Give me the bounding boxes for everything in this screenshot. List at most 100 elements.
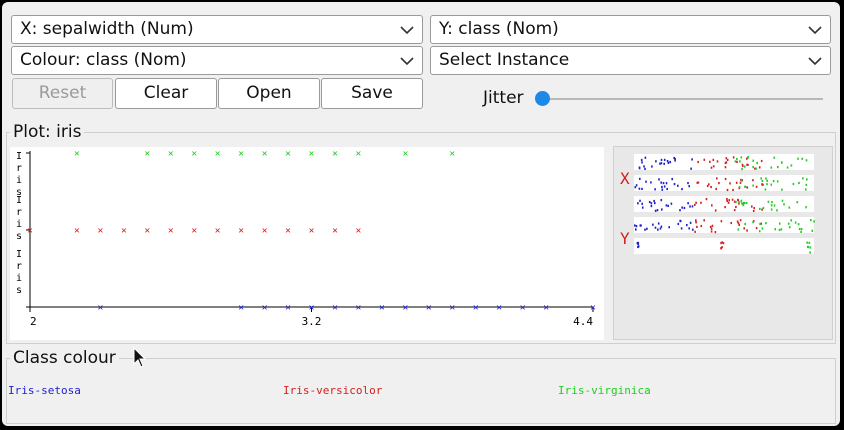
strip-mark [696, 225, 698, 228]
x-axis-select[interactable]: X: sepalwidth (Num) [11, 15, 423, 44]
strip-mark [663, 158, 666, 161]
clear-button[interactable]: Clear [115, 78, 217, 109]
strip-mark [752, 179, 754, 182]
data-point[interactable]: × [27, 226, 33, 237]
save-button[interactable]: Save [321, 78, 423, 109]
strip-mark [638, 187, 641, 190]
data-point[interactable]: × [402, 149, 408, 160]
data-point[interactable]: × [449, 303, 455, 314]
strip-mark [741, 167, 743, 171]
data-point[interactable]: × [355, 149, 361, 160]
data-point[interactable]: × [191, 149, 197, 160]
strip-mark [656, 209, 659, 212]
strip-mark [741, 202, 743, 205]
data-point[interactable]: × [215, 149, 221, 160]
strip-background [634, 196, 814, 212]
data-point[interactable]: × [308, 226, 314, 237]
strip-mark [669, 160, 671, 164]
data-point[interactable]: × [262, 226, 268, 237]
strip-mark [694, 230, 696, 233]
class-label-setosa[interactable]: Iris-setosa [8, 384, 81, 397]
data-point[interactable]: × [238, 303, 244, 314]
data-point[interactable]: × [332, 149, 338, 160]
strip-mark [735, 200, 737, 204]
strip-mark [652, 223, 654, 226]
jitter-slider-thumb[interactable] [535, 91, 550, 106]
plot-area [10, 147, 604, 340]
class-label-versicolor[interactable]: Iris-versicolor [283, 384, 383, 397]
strip-mark [766, 179, 768, 182]
data-point[interactable]: × [74, 226, 80, 237]
data-point[interactable]: × [97, 303, 103, 314]
strip-mark [770, 183, 773, 186]
data-point[interactable]: × [168, 149, 174, 160]
data-point[interactable]: × [590, 303, 596, 314]
strip-mark [689, 205, 691, 208]
data-point[interactable]: × [144, 149, 150, 160]
strip-mark [740, 156, 743, 159]
strip-mark [733, 209, 736, 212]
chevron-down-icon [400, 26, 414, 35]
strip-mark [743, 201, 746, 205]
reset-button[interactable]: Reset [12, 78, 113, 109]
data-point[interactable]: × [238, 149, 244, 160]
strip-mark [746, 157, 748, 160]
jitter-slider[interactable] [535, 88, 823, 110]
data-point[interactable]: × [473, 303, 479, 314]
data-point[interactable]: × [308, 149, 314, 160]
strip-mark [801, 157, 804, 160]
strip-mark [747, 156, 749, 159]
data-point[interactable]: × [308, 303, 314, 314]
data-point[interactable]: × [74, 149, 80, 160]
data-point[interactable]: × [520, 303, 526, 314]
data-point[interactable]: × [191, 226, 197, 237]
colour-select[interactable]: Colour: class (Nom) [11, 46, 423, 75]
data-point[interactable]: × [355, 226, 361, 237]
data-point[interactable]: × [144, 226, 150, 237]
data-point[interactable]: × [379, 303, 385, 314]
matrix-panel[interactable]: X Y [613, 146, 833, 340]
class-label-virginica[interactable]: Iris-virginica [558, 384, 651, 397]
strip-mark [710, 227, 713, 230]
data-point[interactable]: × [496, 303, 502, 314]
data-point[interactable]: × [426, 303, 432, 314]
data-point[interactable]: × [121, 226, 127, 237]
data-point[interactable]: × [355, 303, 361, 314]
strip-mark [726, 198, 728, 201]
strip-mark [659, 162, 661, 165]
strip-mark [665, 182, 668, 185]
data-point[interactable]: × [285, 149, 291, 160]
strip-mark [703, 158, 706, 161]
strip-mark [677, 222, 680, 225]
data-point[interactable]: × [402, 303, 408, 314]
data-point[interactable]: × [262, 149, 268, 160]
data-point[interactable]: × [215, 226, 221, 237]
instance-select[interactable]: Select Instance [430, 46, 831, 75]
data-point[interactable]: × [332, 226, 338, 237]
strip-mark [739, 219, 742, 222]
data-point[interactable]: × [449, 149, 455, 160]
strip-mark [644, 167, 646, 170]
open-button[interactable]: Open [218, 78, 320, 109]
data-point[interactable]: × [543, 303, 549, 314]
data-point[interactable]: × [285, 303, 291, 314]
strip-mark [724, 206, 726, 209]
data-point[interactable]: × [285, 226, 291, 237]
strip-mark [752, 209, 755, 213]
strip-mark [804, 188, 807, 191]
strip-mark [654, 209, 657, 212]
data-point[interactable]: × [238, 226, 244, 237]
data-point[interactable]: × [262, 303, 268, 314]
data-point[interactable]: × [168, 226, 174, 237]
strip-mark [725, 157, 728, 160]
data-point[interactable]: × [332, 303, 338, 314]
y-axis-select[interactable]: Y: class (Nom) [430, 15, 831, 44]
strip-mark [643, 165, 645, 168]
strip-mark [766, 183, 768, 186]
strip-mark [681, 188, 683, 191]
data-point[interactable]: × [97, 226, 103, 237]
strip-mark [786, 166, 789, 169]
strip-mark [711, 204, 713, 207]
